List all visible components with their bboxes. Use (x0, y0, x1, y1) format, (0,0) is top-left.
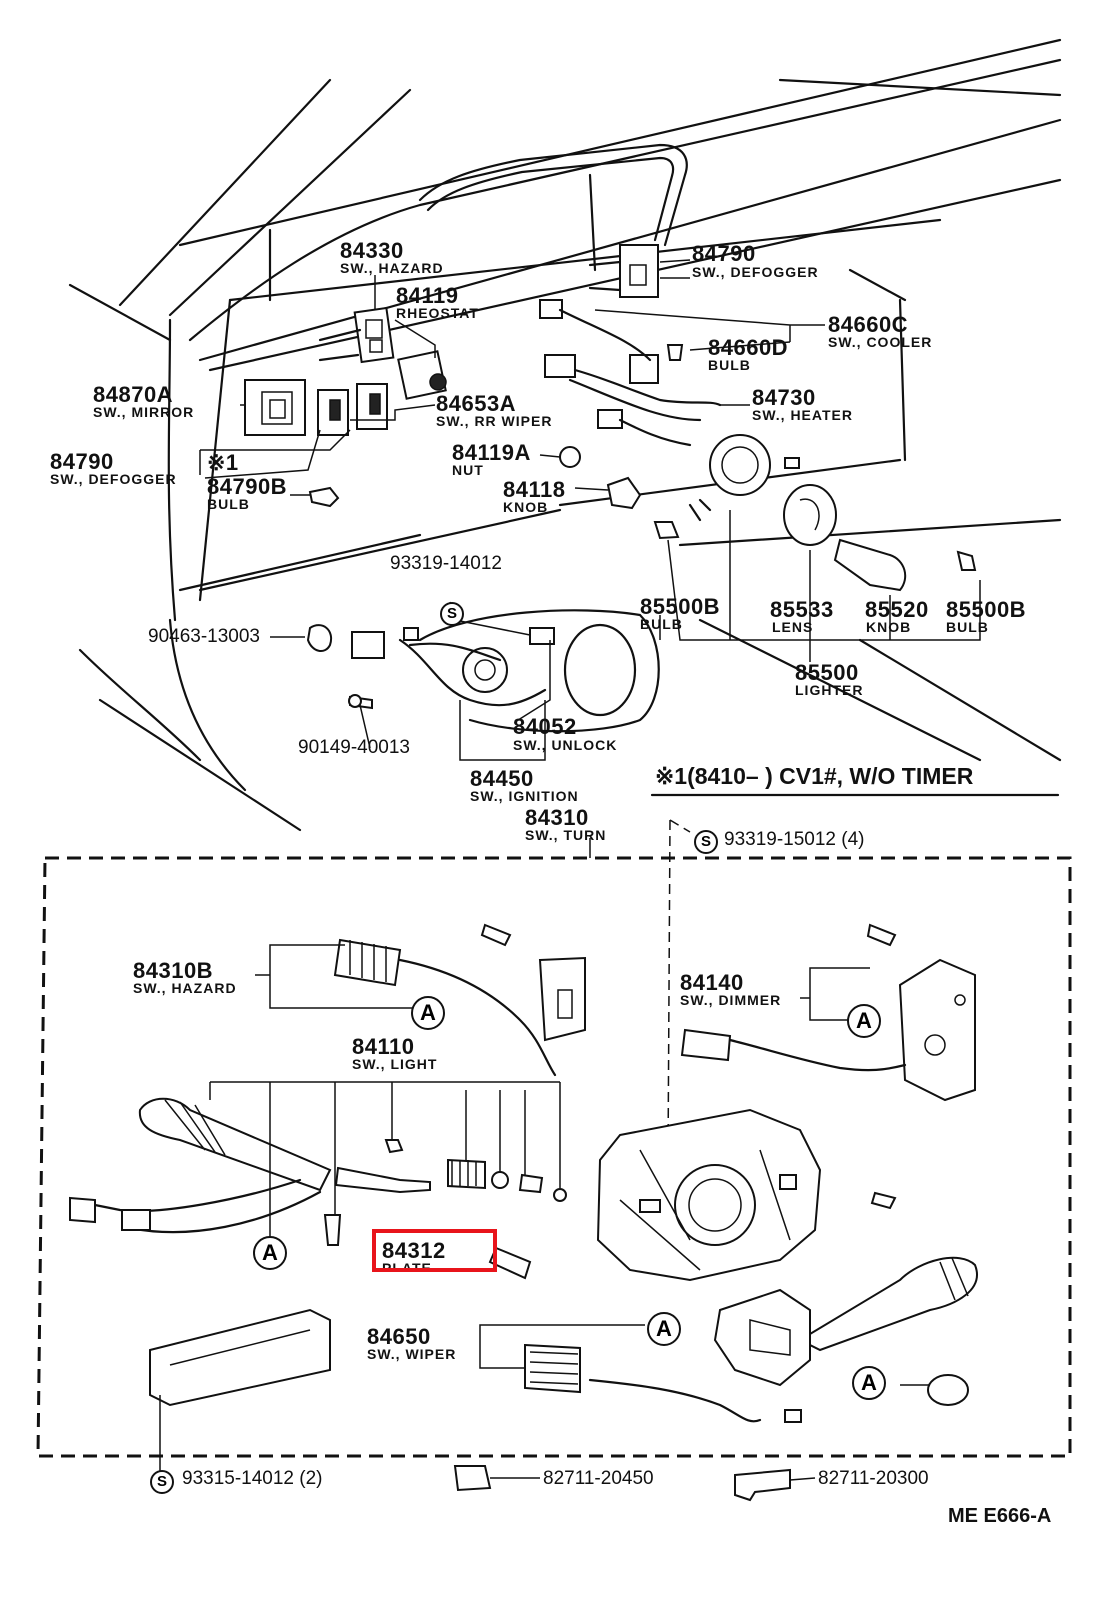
part-84790-number: 84790 (692, 241, 756, 266)
part-84118-number: 84118 (503, 477, 566, 502)
note-mark-1: ※1 (207, 450, 239, 475)
part-85533-number: 85533 (770, 597, 834, 622)
screw-symbol-2: S (694, 830, 718, 854)
part-85500b-name: BULB (640, 616, 683, 632)
part-84110-name: SW., LIGHT (352, 1056, 438, 1072)
part-85520-name: KNOB (866, 619, 912, 635)
part-84730-name: SW., HEATER (752, 407, 853, 423)
dashboard-outline (68, 38, 1062, 832)
part-82711-20300-number: 82711-20300 (818, 1468, 929, 1489)
part-84650-number: 84650 (367, 1324, 431, 1349)
leader-lines-lower (159, 944, 870, 1481)
part-84790-name: SW., DEFOGGER (692, 264, 819, 280)
part-84312-name: PLATE (382, 1261, 432, 1270)
part-84310-number: 84310 (525, 805, 589, 830)
lower-parts (69, 923, 978, 1502)
part-84312-number: 84312 (382, 1238, 446, 1263)
part-85533-name: LENS (772, 619, 814, 635)
part-84660c-number: 84660C (828, 312, 909, 337)
part-85500-name: LIGHTER (795, 682, 864, 698)
part-84450-number: 84450 (470, 766, 534, 791)
part-84790-lower-number: 84790 (50, 449, 114, 474)
part-84790b-name: BULB (207, 496, 250, 512)
callout-a-3: A (253, 1236, 287, 1270)
part-84310b-number: 84310B (133, 958, 214, 983)
part-85500b-2-number: 85500B (946, 597, 1027, 622)
part-85500b-2-name: BULB (946, 619, 989, 635)
part-84450-name: SW., IGNITION (470, 788, 579, 804)
part-84660c-name: SW., COOLER (828, 334, 933, 350)
part-84310-name: SW., TURN (525, 827, 607, 843)
part-84660d-number: 84660D (708, 335, 789, 360)
callout-a-2: A (847, 1004, 881, 1038)
part-84660d-name: BULB (708, 357, 751, 373)
part-84052-number: 84052 (513, 714, 577, 739)
callout-a-1: A (411, 996, 445, 1030)
part-84119-name: RHEOSTAT (396, 305, 479, 321)
part-84790b-number: 84790B (207, 474, 288, 499)
part-84052-name: SW., UNLOCK (513, 737, 618, 753)
part-84310b-name: SW., HAZARD (133, 980, 237, 996)
upper-switches (244, 244, 977, 710)
part-93319-15012-number: 93319-15012 (4) (724, 829, 865, 850)
part-84119a-number: 84119A (452, 440, 531, 465)
part-84119-number: 84119 (396, 283, 459, 308)
leader-lines-upper (199, 259, 1060, 797)
part-93315-14012-number: 93315-14012 (2) (182, 1468, 323, 1489)
part-85520-number: 85520 (865, 597, 929, 622)
part-90149-40013-number: 90149-40013 (298, 737, 410, 758)
part-84110-number: 84110 (352, 1034, 415, 1059)
part-84730-number: 84730 (752, 385, 816, 410)
part-84118-name: KNOB (503, 499, 549, 515)
screw-symbol-1: S (440, 602, 464, 626)
part-85500-number: 85500 (795, 660, 859, 685)
part-84140-number: 84140 (680, 970, 744, 995)
screw-symbol-3: S (150, 1470, 174, 1494)
part-84330-number: 84330 (340, 238, 404, 263)
highlight-box (372, 1229, 497, 1272)
part-84653a-number: 84653A (436, 391, 517, 416)
part-82711-20450-number: 82711-20450 (543, 1468, 654, 1489)
part-84870a-number: 84870A (93, 382, 174, 407)
part-84653a-name: SW., RR WIPER (436, 413, 553, 429)
part-90463-13003-number: 90463-13003 (148, 626, 260, 647)
part-84330-name: SW., HAZARD (340, 260, 444, 276)
callout-a-4: A (647, 1312, 681, 1346)
callout-a-5: A (852, 1366, 886, 1400)
part-93319-14012-number: 93319-14012 (390, 553, 502, 574)
part-85500b-number: 85500B (640, 594, 721, 619)
part-84119a-name: NUT (452, 462, 484, 478)
part-84790-lower-name: SW., DEFOGGER (50, 471, 177, 487)
part-84650-name: SW., WIPER (367, 1346, 457, 1362)
drawing-code: ME E666-A (948, 1505, 1052, 1527)
note-text: ※1(8410– ) CV1#, W/O TIMER (655, 763, 974, 789)
turn-switch-frame (36, 819, 1072, 1458)
part-84870a-name: SW., MIRROR (93, 404, 195, 420)
part-84140-name: SW., DIMMER (680, 992, 782, 1008)
